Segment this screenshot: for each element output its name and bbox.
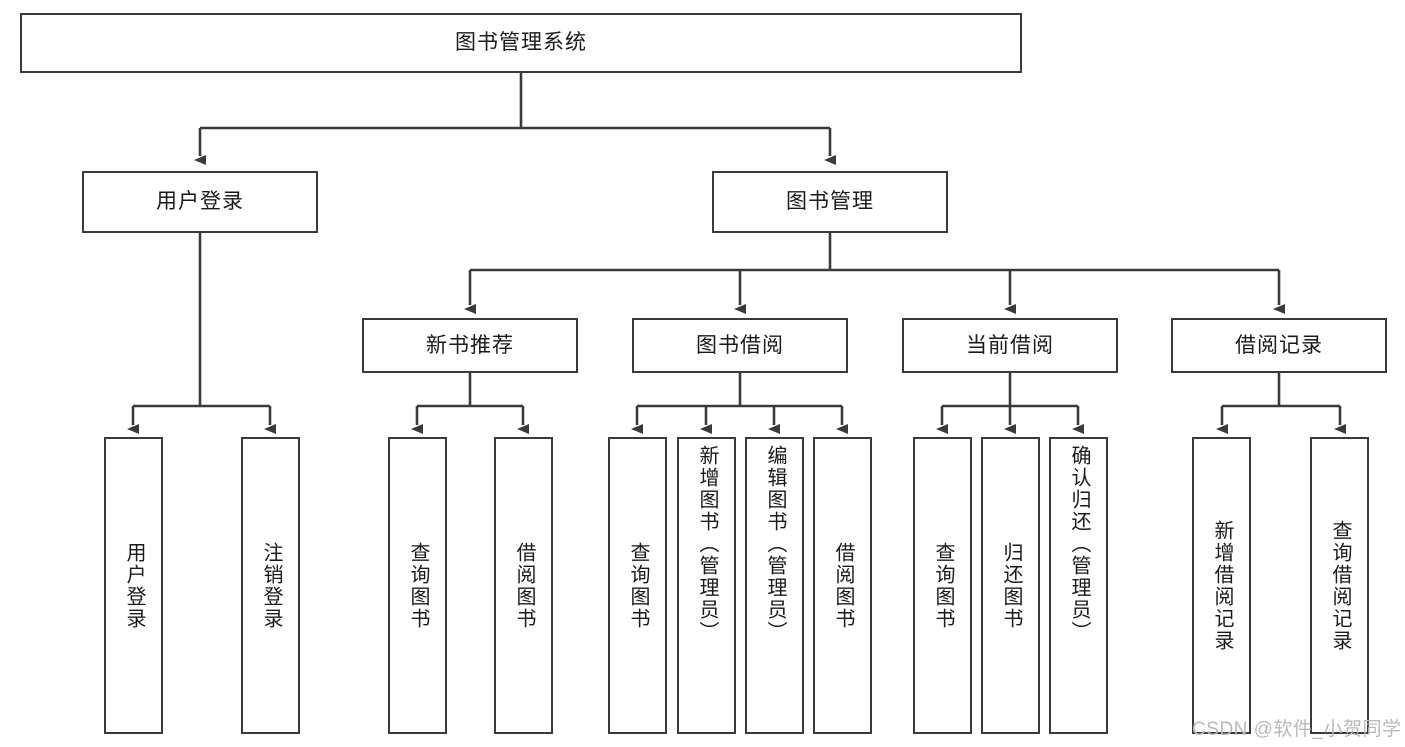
leaf-label: 借阅图书 bbox=[513, 541, 535, 630]
leaf-user-login-logout[interactable]: 注销登录 bbox=[241, 437, 300, 734]
leaf-borrow-record-add[interactable]: 新增借阅记录 bbox=[1192, 437, 1251, 734]
leaf-label: 确认归还（管理员） bbox=[1068, 445, 1090, 643]
node-borrow-record[interactable]: 借阅记录 bbox=[1171, 318, 1387, 373]
leaf-label: 查询图书 bbox=[932, 541, 954, 630]
leaf-borrow-record-query[interactable]: 查询借阅记录 bbox=[1310, 437, 1369, 734]
leaf-book-borrow-borrow[interactable]: 借阅图书 bbox=[813, 437, 872, 734]
node-user-login[interactable]: 用户登录 bbox=[82, 171, 318, 233]
node-current-borrow[interactable]: 当前借阅 bbox=[902, 318, 1118, 373]
leaf-label: 用户登录 bbox=[123, 541, 145, 630]
leaf-label: 查询借阅记录 bbox=[1329, 519, 1351, 652]
leaf-label: 查询图书 bbox=[407, 541, 429, 630]
node-book-management-label: 图书管理 bbox=[786, 190, 874, 214]
node-book-management[interactable]: 图书管理 bbox=[712, 171, 948, 233]
leaf-book-borrow-add[interactable]: 新增图书（管理员） bbox=[677, 437, 736, 734]
leaf-new-book-query[interactable]: 查询图书 bbox=[388, 437, 447, 734]
node-new-book-recommend[interactable]: 新书推荐 bbox=[362, 318, 578, 373]
leaf-label: 新增图书（管理员） bbox=[696, 445, 718, 643]
leaf-current-borrow-confirm[interactable]: 确认归还（管理员） bbox=[1049, 437, 1108, 734]
leaf-label: 编辑图书（管理员） bbox=[764, 445, 786, 643]
watermark-text: CSDN @软件_小贺同学 bbox=[1192, 719, 1402, 740]
node-current-borrow-label: 当前借阅 bbox=[966, 333, 1054, 357]
leaf-label: 查询图书 bbox=[627, 541, 649, 630]
leaf-label: 注销登录 bbox=[260, 541, 282, 630]
leaf-current-borrow-return[interactable]: 归还图书 bbox=[981, 437, 1040, 734]
leaf-label: 归还图书 bbox=[1000, 541, 1022, 630]
leaf-book-borrow-query[interactable]: 查询图书 bbox=[608, 437, 667, 734]
node-book-borrow[interactable]: 图书借阅 bbox=[632, 318, 848, 373]
leaf-user-login-login[interactable]: 用户登录 bbox=[104, 437, 163, 734]
node-user-login-label: 用户登录 bbox=[156, 190, 244, 214]
leaf-label: 借阅图书 bbox=[832, 541, 854, 630]
node-root-label: 图书管理系统 bbox=[455, 31, 587, 55]
node-borrow-record-label: 借阅记录 bbox=[1235, 333, 1323, 357]
leaf-label: 新增借阅记录 bbox=[1211, 519, 1233, 652]
leaf-new-book-borrow[interactable]: 借阅图书 bbox=[494, 437, 553, 734]
node-book-borrow-label: 图书借阅 bbox=[696, 333, 784, 357]
node-new-book-recommend-label: 新书推荐 bbox=[426, 333, 514, 357]
leaf-current-borrow-query[interactable]: 查询图书 bbox=[913, 437, 972, 734]
leaf-book-borrow-edit[interactable]: 编辑图书（管理员） bbox=[745, 437, 804, 734]
node-root[interactable]: 图书管理系统 bbox=[20, 13, 1022, 73]
